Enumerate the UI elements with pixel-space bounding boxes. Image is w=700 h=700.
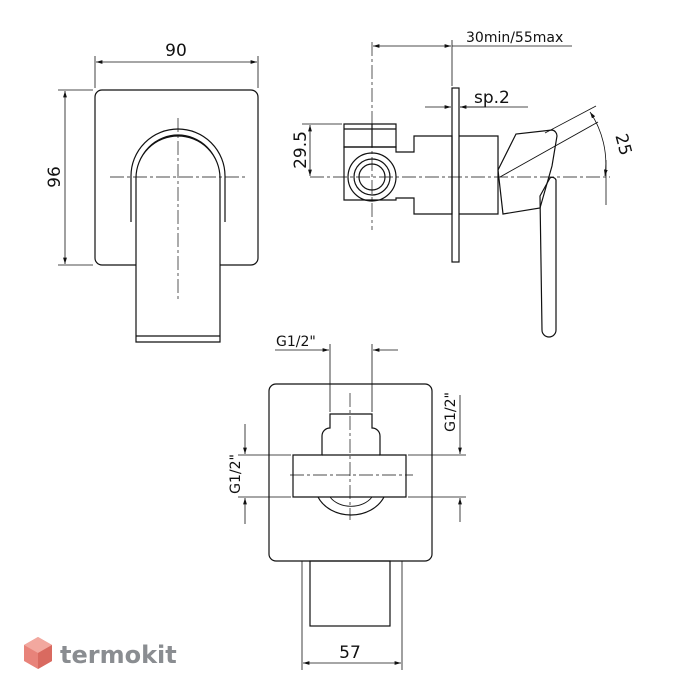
front-height-label: 96: [45, 166, 65, 188]
rear-centerlines: [290, 393, 413, 520]
side-cartridge: [459, 135, 499, 215]
dim-inlet-offset: [302, 123, 342, 176]
hexagon-cube-icon: [24, 637, 52, 669]
side-wall-plate: [451, 87, 460, 263]
body-width-label: 57: [339, 643, 361, 663]
dim-left-connection: [238, 424, 291, 524]
side-centerlines: [310, 42, 610, 230]
left-connection-label: G1/2": [228, 454, 244, 494]
front-view: [94, 89, 259, 343]
side-view: [343, 87, 558, 338]
dim-front-width: [94, 56, 259, 88]
dim-side-depth: [373, 40, 572, 86]
top-connection-label: G1/2": [276, 334, 316, 350]
dim-body-width: [301, 561, 403, 670]
inlet-offset-label: 29.5: [291, 131, 311, 169]
rear-view: [268, 383, 433, 627]
termokit-logo: termokit: [24, 637, 177, 669]
front-width-label: 90: [165, 41, 187, 61]
dim-right-connection: [408, 395, 466, 522]
dim-handle-angle: [544, 105, 608, 205]
side-body: [343, 135, 453, 215]
dim-front-height: [58, 89, 93, 266]
side-depth-label: 30min/55max: [466, 30, 563, 46]
rear-ring: [317, 496, 385, 516]
side-handle: [497, 129, 558, 215]
handle-angle-label: 25: [610, 132, 635, 158]
plate-thickness-label: sp.2: [474, 88, 510, 108]
side-top-inlet: [343, 123, 397, 148]
right-connection-label: G1/2": [443, 392, 459, 432]
rear-lower-body: [309, 560, 391, 627]
dim-top-connection: [275, 344, 398, 412]
logo-wordmark: termokit: [60, 641, 177, 669]
side-lever: [539, 176, 557, 338]
